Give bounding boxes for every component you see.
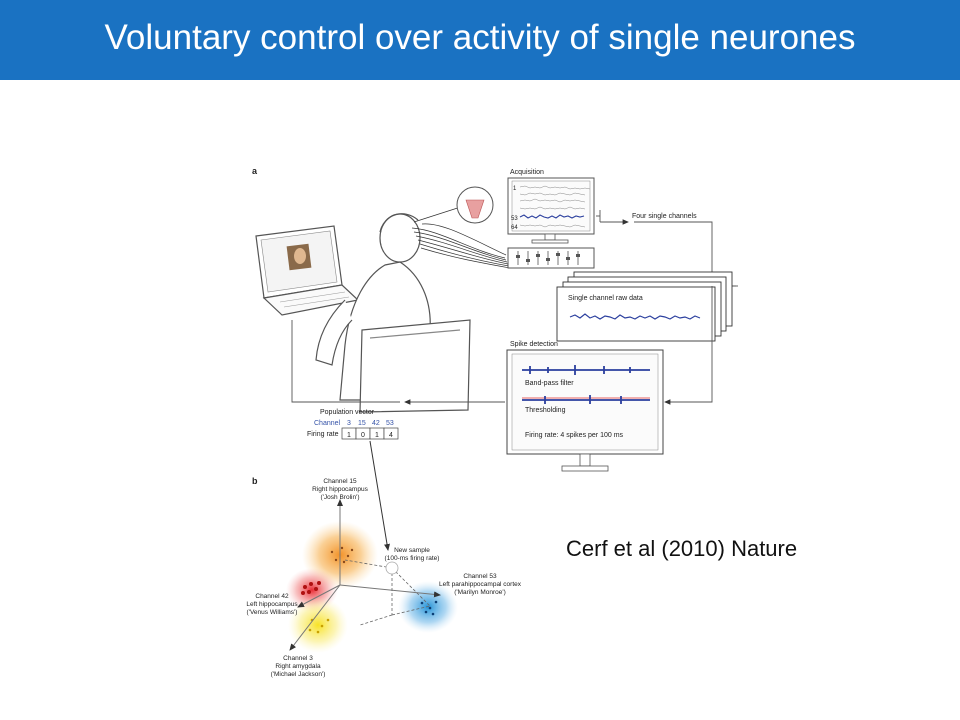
pv-rate-1: 1: [347, 432, 351, 439]
ch42-line2: Left hippocampus: [246, 601, 298, 608]
channel-number-1: 1: [513, 186, 517, 192]
threshold-trace: [522, 395, 650, 404]
single-channel-raw-label: Single channel raw data: [568, 295, 643, 302]
pv-channel-3: 3: [347, 420, 351, 427]
raw-data-stack: [556, 271, 733, 342]
band-pass-trace: [522, 365, 650, 375]
spike-detection-label: Spike detection: [510, 341, 558, 348]
band-pass-label: Band-pass filter: [525, 380, 574, 387]
pv-rate-3: 1: [375, 432, 379, 439]
panel-a-label: a: [252, 166, 258, 176]
pv-rate-cells: [341, 427, 399, 440]
sample-arrow: [369, 440, 390, 551]
new-sample-line2: (100-ms firing rate): [385, 555, 440, 562]
slide-title: Voluntary control over activity of singl…: [104, 18, 856, 57]
new-sample-point: [385, 561, 399, 575]
ch53-line3: ('Marilyn Monroe'): [454, 589, 506, 596]
ch15-line3: ('Josh Brolin'): [321, 494, 360, 501]
ch3-line1: Channel 3: [283, 655, 313, 662]
ch53-line2: Left parahippocampal cortex: [439, 581, 522, 588]
pv-channel-42: 42: [372, 420, 380, 427]
thresholding-label: Thresholding: [525, 407, 566, 414]
four-single-channels-label: Four single channels: [632, 213, 697, 220]
new-sample-line1: New sample: [394, 547, 430, 554]
title-bar: [0, 0, 960, 80]
citation: Cerf et al (2010) Nature: [566, 536, 798, 561]
feedback-loop: [291, 285, 738, 405]
channel-number-64: 64: [511, 225, 518, 231]
pv-rate-2: 0: [361, 432, 365, 439]
cluster-points: [301, 546, 438, 634]
ch53-line1: Channel 53: [463, 573, 497, 580]
channel-number-53: 53: [511, 216, 518, 222]
pv-firing-label: Firing rate: [307, 431, 339, 438]
acquisition-label: Acquisition: [510, 169, 544, 176]
firing-rate-note: Firing rate: 4 spikes per 100 ms: [525, 432, 624, 439]
person: [315, 213, 471, 413]
pv-channel-15: 15: [358, 420, 366, 427]
cluster-clouds: [286, 521, 458, 653]
acquisition-monitor: [507, 177, 595, 269]
scatter-axes: [289, 499, 441, 651]
pv-channel-label: Channel: [314, 420, 341, 427]
raw-signal-trace: [569, 313, 701, 320]
laptop: [255, 225, 360, 316]
projection-lines: [344, 559, 431, 626]
electrode-wires: [411, 203, 511, 269]
ch15-line2: Right hippocampus: [312, 486, 368, 493]
population-vector-label: Population vector: [320, 409, 375, 416]
ch3-line2: Right amygdala: [275, 663, 321, 670]
panel-b-label: b: [252, 476, 258, 486]
ch42-line1: Channel 42: [255, 593, 289, 600]
pv-channel-53: 53: [386, 420, 394, 427]
pv-rate-4: 4: [389, 432, 393, 439]
ch3-line3: ('Michael Jackson'): [271, 671, 326, 678]
ch15-line1: Channel 15: [323, 478, 357, 485]
ch42-line3: ('Venus Williams'): [247, 609, 298, 616]
